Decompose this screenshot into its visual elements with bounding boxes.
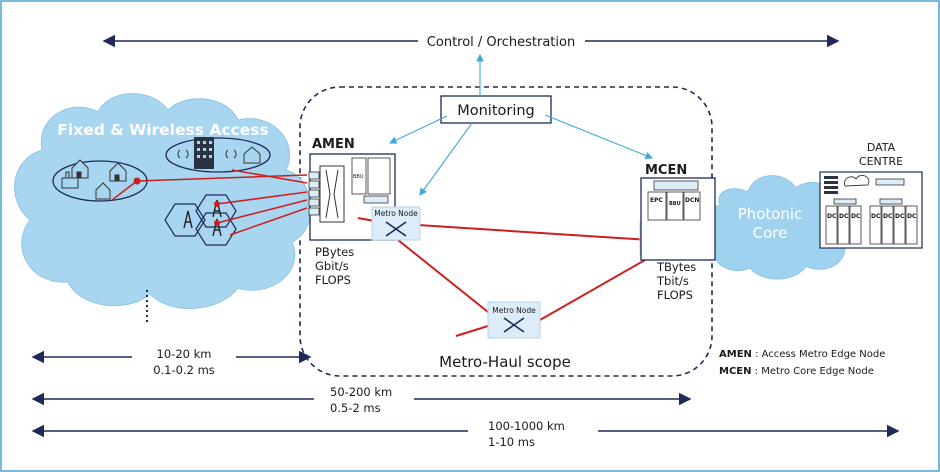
house-icon [243, 146, 261, 164]
metro-node-amen: Metro Node [371, 206, 421, 241]
data-centre-rack-icon [824, 176, 838, 194]
dc-box-label: DC [895, 213, 905, 220]
metro-haul-scope-label: Metro-Haul scope [439, 353, 571, 371]
data-centre-line1: DATA [867, 141, 896, 154]
mcen-label: MCEN [645, 163, 687, 178]
metro-node-label: Metro Node [374, 209, 418, 218]
distance-km: 100-1000 km [488, 419, 565, 433]
wireless-cells [164, 194, 237, 246]
mcen-metric: FLOPS [657, 288, 693, 302]
distance-arrow-2: 50-200 km 0.5-2 ms [31, 382, 692, 415]
legend-amen: AMEN : Access Metro Edge Node [719, 349, 885, 360]
house-icon [109, 162, 127, 182]
wireless-signal-icon [177, 149, 237, 159]
cell-hexagon [195, 212, 237, 246]
bbu-text: BBU [669, 201, 681, 207]
amen-metric: Gbit/s [315, 259, 349, 273]
mcen-node: EPC BBU DCN [640, 177, 716, 261]
access-title: Fixed & Wireless Access [57, 121, 268, 139]
dc-server-rack-icon [825, 198, 918, 245]
legend: AMEN : Access Metro Edge Node MCEN : Met… [719, 349, 885, 377]
metro-node-middle: Metro Node [487, 301, 541, 339]
mcen-metric: TBytes [656, 260, 696, 274]
building-access-group [165, 137, 271, 173]
data-centre-line2: CENTRE [859, 155, 903, 168]
access-links [111, 169, 308, 236]
amen-metric: FLOPS [315, 273, 351, 287]
legend-mcen: MCEN : Metro Core Edge Node [719, 366, 874, 377]
distance-km: 10-20 km [157, 347, 212, 361]
distance-ms: 0.1-0.2 ms [153, 363, 215, 377]
cell-hexagon [195, 194, 237, 228]
metro-links [357, 217, 653, 337]
amen-switch-icon [325, 169, 339, 219]
photonic-core-line1: Photonic [738, 205, 803, 223]
antenna-tower-icon [183, 199, 222, 237]
dc-router-icon [875, 178, 905, 186]
mcen-router-icon [653, 180, 699, 191]
monitoring-label: Monitoring [457, 103, 535, 119]
mcen-metric: Tbit/s [656, 274, 689, 288]
epc-text: EPC [650, 197, 663, 204]
dcn-text: DCN [685, 197, 699, 204]
cell-hexagon [164, 203, 206, 237]
cross-connect-icon [503, 317, 525, 333]
mcen-server-icon [647, 191, 701, 221]
house-icon [71, 159, 89, 179]
metro-node-label: Metro Node [492, 306, 536, 315]
control-orchestration-arrow: Control / Orchestration [102, 34, 840, 50]
dc-box-label: DC [851, 213, 861, 220]
monitoring-arrows [389, 53, 654, 196]
distance-arrow-1: 10-20 km 0.1-0.2 ms [31, 347, 312, 377]
distance-ms: 1-10 ms [488, 435, 535, 449]
building-icon [194, 137, 214, 169]
photonic-core-line2: Core [753, 224, 788, 242]
monitoring-box [440, 95, 552, 124]
amen-server-icon: BBU [351, 157, 391, 195]
distance-km: 50-200 km [330, 385, 392, 399]
dc-box-label: DC [883, 213, 893, 220]
distance-ms: 0.5-2 ms [330, 401, 381, 415]
amen-router-icon [363, 195, 389, 204]
dc-box-label: DC [871, 213, 881, 220]
distance-arrow-3: 100-1000 km 1-10 ms [31, 416, 900, 450]
dc-box-label: DC [827, 213, 837, 220]
control-orchestration-label: Control / Orchestration [427, 35, 575, 50]
factory-icon [61, 171, 79, 189]
amen-port-icon [308, 171, 320, 216]
building-access-ellipse [165, 137, 271, 173]
bbu-text: BBU [353, 174, 364, 180]
dc-box-label: DC [839, 213, 849, 220]
dc-box-label: DC [907, 213, 917, 220]
access-cloud [14, 93, 312, 309]
amen-label: AMEN [312, 137, 355, 152]
cross-connect-icon [385, 221, 407, 237]
data-centre: DC DC DC DC DC DC DC [819, 171, 923, 249]
house-icon [95, 182, 111, 200]
amen-metric: PBytes [315, 245, 354, 259]
cloud-icon [844, 175, 870, 187]
